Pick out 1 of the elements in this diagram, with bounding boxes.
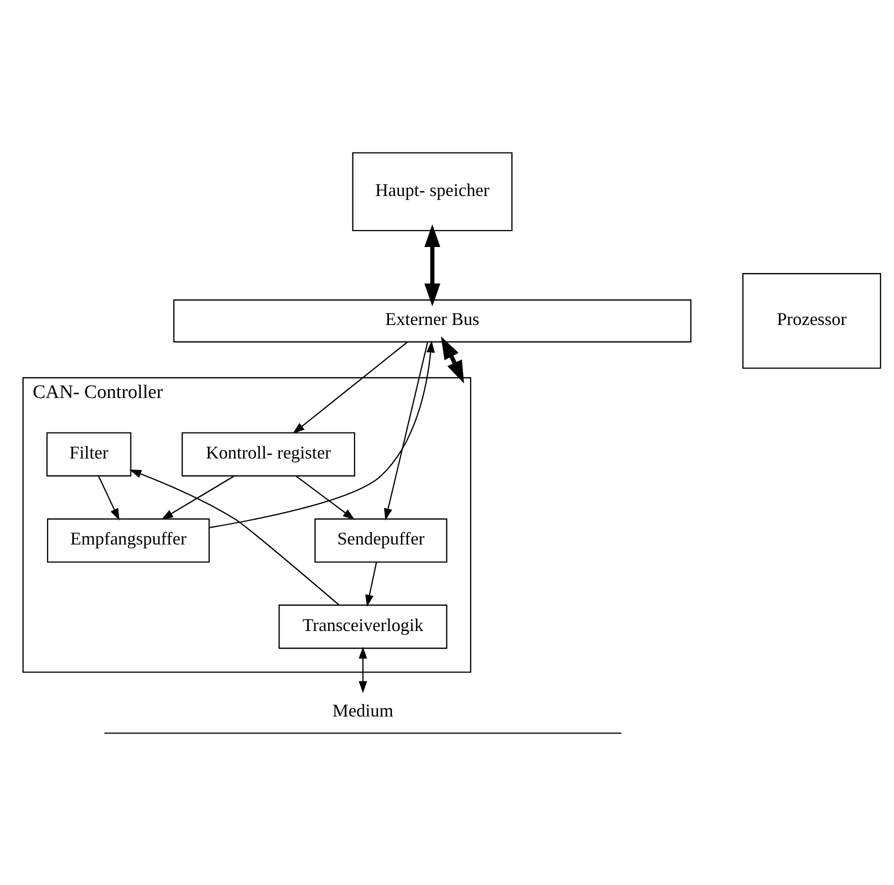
node-text: Medium [332, 700, 394, 720]
